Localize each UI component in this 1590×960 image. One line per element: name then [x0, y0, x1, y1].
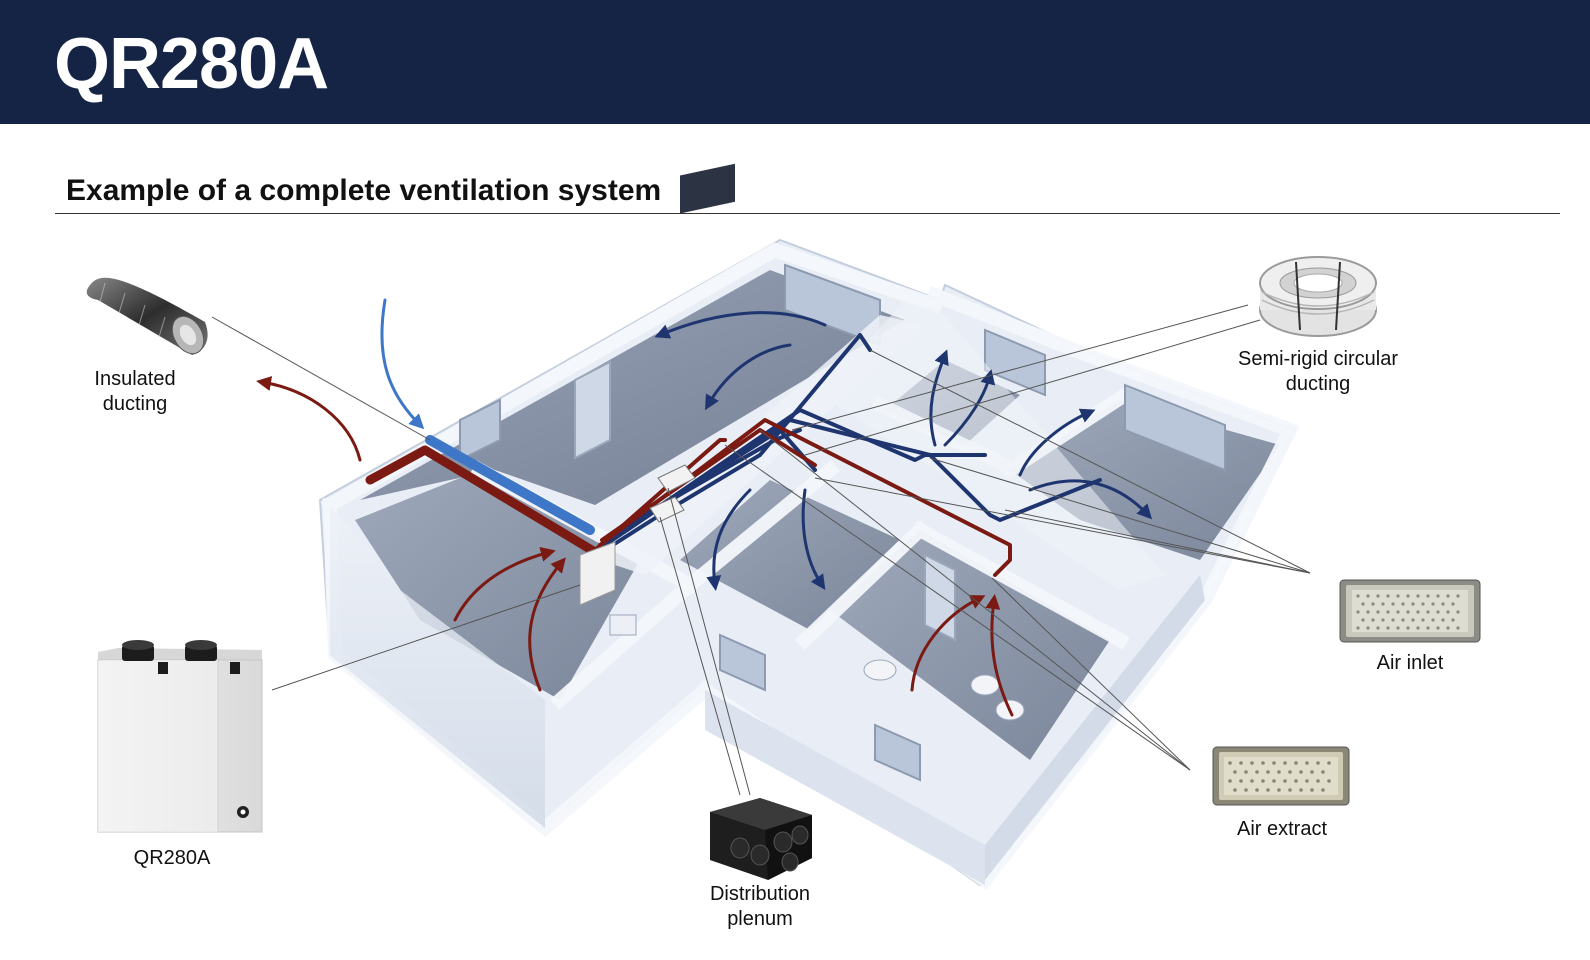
floor-bathroom	[830, 530, 1110, 760]
house-windows	[459, 263, 1226, 782]
page-title: QR280A	[54, 24, 329, 104]
fresh-air-duct	[425, 435, 595, 535]
section-title: Example of a complete ventilation system	[66, 174, 662, 207]
extract-duct-2	[598, 418, 1012, 577]
wall-face-left	[330, 505, 545, 828]
unit-in-house	[579, 541, 616, 606]
wall-face-right	[985, 575, 1205, 880]
wall-face-front	[705, 690, 985, 885]
ceiling-duct-channel-right	[820, 300, 1165, 590]
exhaust-duct	[365, 445, 605, 560]
label-air-extract: Air extract	[1236, 818, 1328, 840]
duct-coil-icon	[1259, 256, 1377, 337]
house-model	[318, 163, 1300, 890]
air-inlet-grille-icon	[1339, 579, 1481, 643]
label-air-inlet: Air inlet	[1376, 652, 1444, 674]
floor-kitchen	[355, 470, 640, 700]
plenum-in-house-2	[649, 496, 685, 523]
air-extract-grille-icon	[1212, 746, 1350, 806]
qr280a-unit-icon	[97, 640, 263, 833]
header-bar: QR280A	[0, 0, 1590, 124]
extract-duct-1	[593, 438, 727, 552]
label-distribution-plenum: Distribution plenum	[709, 883, 811, 930]
distribution-plenum-icon	[710, 798, 812, 880]
label-qr280a-unit: QR280A	[133, 847, 211, 869]
label-semi-rigid-ducting: Semi-rigid circular ducting	[1237, 348, 1399, 395]
floor-living	[360, 270, 905, 505]
plenum-in-house-1	[657, 464, 696, 493]
exhaust-air-arrow	[256, 376, 362, 462]
leader-lines	[211, 304, 1311, 796]
airflow-arrows	[256, 298, 1153, 717]
insulated-duct-icon	[86, 277, 208, 355]
fresh-air-arrow	[380, 298, 425, 430]
supply-duct-1	[603, 333, 872, 552]
label-insulated-ducting: Insulated ducting	[94, 368, 176, 415]
section-divider	[55, 213, 1560, 214]
